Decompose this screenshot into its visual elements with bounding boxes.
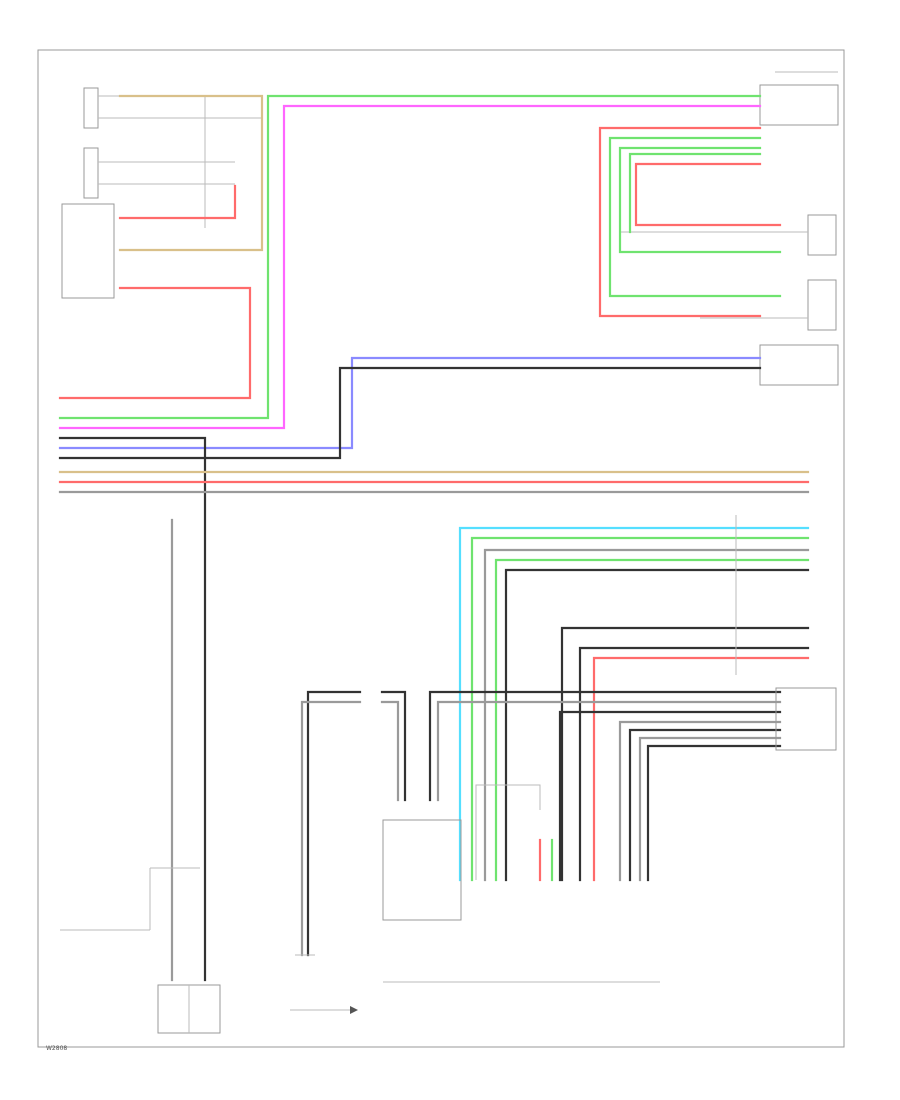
left-bus-wires [58, 94, 810, 982]
component-cluster-top-left [61, 87, 262, 299]
right-top-wires [598, 126, 782, 318]
diagram-frame [37, 49, 845, 1048]
component-cluster-top-right [620, 84, 839, 386]
bottom-left-components [60, 867, 358, 1034]
lower-harness-wires [300, 687, 837, 983]
page-code: W2808 [46, 1045, 67, 1052]
right-middle-wires [458, 515, 810, 882]
